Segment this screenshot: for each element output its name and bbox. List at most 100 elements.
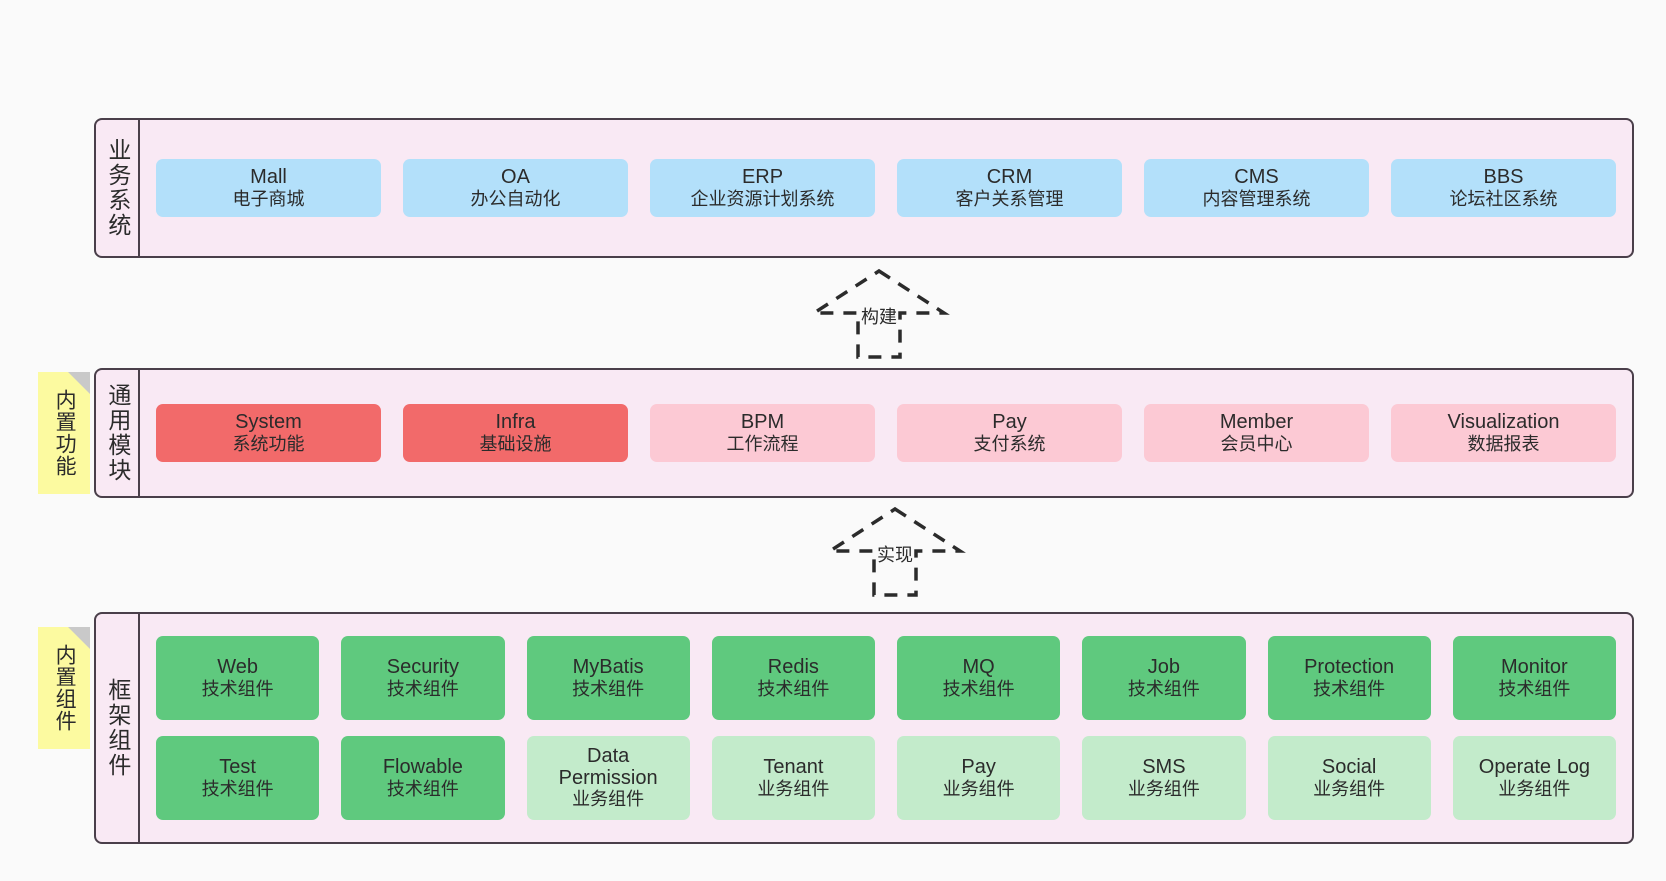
card-subtitle: 业务组件 [942,779,1015,800]
card-title: Infra [495,410,536,433]
card-erp[interactable]: ERP 企业资源计划系统 [650,158,875,218]
sticky-note-builtin-function: 内置功能 [38,372,90,494]
card-title: Pay [992,410,1027,433]
card-subtitle: 论坛社区系统 [1449,189,1558,210]
card-test[interactable]: Test 技术组件 [156,736,320,820]
layer-body-framework-component: Web 技术组件 Security 技术组件 MyBatis 技术组件 Redi… [140,614,1632,842]
card-subtitle: 业务组件 [757,779,830,800]
layer-title-common-module: 通用模块 [96,370,140,496]
card-subtitle: 内容管理系统 [1202,189,1311,210]
sticky-note-label: 内置组件 [53,644,77,732]
card-row: System 系统功能 Infra 基础设施 BPM 工作流程 Pay 支付系统… [156,403,1616,463]
card-title: Security [386,655,459,678]
card-protection[interactable]: Protection 技术组件 [1267,636,1431,720]
card-title: System [235,410,302,433]
card-subtitle: 技术组件 [386,679,459,700]
card-mq[interactable]: MQ 技术组件 [897,636,1061,720]
connector-implement-label: 实现 [877,545,913,565]
card-infra[interactable]: Infra 基础设施 [403,403,628,463]
card-crm[interactable]: CRM 客户关系管理 [897,158,1122,218]
card-job[interactable]: Job 技术组件 [1082,636,1246,720]
card-mybatis[interactable]: MyBatis 技术组件 [526,636,690,720]
card-title: BBS [1483,165,1524,188]
card-subtitle: 企业资源计划系统 [690,189,835,210]
card-title: Social [1321,755,1377,778]
layer-common-module: 通用模块 System 系统功能 Infra 基础设施 BPM 工作流程 Pay… [94,368,1634,498]
layer-body-common-module: System 系统功能 Infra 基础设施 BPM 工作流程 Pay 支付系统… [140,370,1632,496]
card-title: Mall [250,165,287,188]
card-bbs[interactable]: BBS 论坛社区系统 [1391,158,1616,218]
connector-implement: 实现 [820,503,970,599]
card-subtitle: 会员中心 [1220,434,1293,455]
card-title: CMS [1234,165,1279,188]
card-oa[interactable]: OA 办公自动化 [403,158,628,218]
card-subtitle: 业务组件 [1498,779,1571,800]
card-title: Flowable [382,755,463,778]
card-title: Data Permission [558,745,658,790]
connector-build-label: 构建 [861,307,897,327]
card-subtitle: 技术组件 [942,679,1015,700]
card-title: Web [217,655,258,678]
card-title: BPM [740,410,785,433]
card-row: Web 技术组件 Security 技术组件 MyBatis 技术组件 Redi… [156,636,1616,720]
card-pay-component[interactable]: Pay 业务组件 [897,736,1061,820]
card-subtitle: 电子商城 [232,189,305,210]
layer-business-system: 业务系统 Mall 电子商城 OA 办公自动化 ERP 企业资源计划系统 CRM… [94,118,1634,258]
card-subtitle: 基础设施 [479,434,552,455]
card-subtitle: 办公自动化 [470,189,561,210]
card-pay[interactable]: Pay 支付系统 [897,403,1122,463]
card-title: Tenant [763,755,824,778]
card-redis[interactable]: Redis 技术组件 [711,636,875,720]
card-subtitle: 技术组件 [757,679,830,700]
card-subtitle: 技术组件 [1313,679,1386,700]
card-subtitle: 系统功能 [232,434,305,455]
card-sms[interactable]: SMS 业务组件 [1082,736,1246,820]
card-web[interactable]: Web 技术组件 [156,636,320,720]
card-title: MQ [962,655,995,678]
layer-body-business-system: Mall 电子商城 OA 办公自动化 ERP 企业资源计划系统 CRM 客户关系… [140,120,1632,256]
card-subtitle: 业务组件 [1313,779,1386,800]
card-row: Mall 电子商城 OA 办公自动化 ERP 企业资源计划系统 CRM 客户关系… [156,158,1616,218]
card-social[interactable]: Social 业务组件 [1267,736,1431,820]
layer-title-framework-component: 框架组件 [96,614,140,842]
card-title: Pay [961,755,996,778]
card-subtitle: 客户关系管理 [955,189,1064,210]
card-title: Test [219,755,256,778]
implement-arrow-glyph [824,506,966,597]
card-security[interactable]: Security 技术组件 [341,636,505,720]
card-title: MyBatis [572,655,644,678]
card-system[interactable]: System 系统功能 [156,403,381,463]
card-data-permission[interactable]: Data Permission 业务组件 [526,736,690,820]
sticky-note-label: 内置功能 [53,389,77,477]
layer-framework-component: 框架组件 Web 技术组件 Security 技术组件 MyBatis 技术组件… [94,612,1634,844]
card-subtitle: 技术组件 [386,779,459,800]
card-title: OA [501,165,530,188]
card-cms[interactable]: CMS 内容管理系统 [1144,158,1369,218]
card-subtitle: 工作流程 [726,434,799,455]
card-title: Redis [767,655,819,678]
card-subtitle: 数据报表 [1467,434,1540,455]
card-flowable[interactable]: Flowable 技术组件 [341,736,505,820]
card-subtitle: 支付系统 [973,434,1046,455]
card-subtitle: 业务组件 [572,789,645,810]
card-mall[interactable]: Mall 电子商城 [156,158,381,218]
card-title: Visualization [1447,410,1560,433]
card-visualization[interactable]: Visualization 数据报表 [1391,403,1616,463]
card-tenant[interactable]: Tenant 业务组件 [711,736,875,820]
card-bpm[interactable]: BPM 工作流程 [650,403,875,463]
card-title: ERP [741,165,784,188]
card-subtitle: 技术组件 [201,679,274,700]
card-monitor[interactable]: Monitor 技术组件 [1452,636,1616,720]
card-title: SMS [1142,755,1186,778]
card-title: Protection [1304,655,1395,678]
card-row: Test 技术组件 Flowable 技术组件 Data Permission … [156,736,1616,820]
sticky-note-builtin-component: 内置组件 [38,627,90,749]
card-operate-log[interactable]: Operate Log 业务组件 [1452,736,1616,820]
card-subtitle: 技术组件 [201,779,274,800]
card-subtitle: 技术组件 [1498,679,1571,700]
card-member[interactable]: Member 会员中心 [1144,403,1369,463]
card-subtitle: 技术组件 [1127,679,1200,700]
connector-build: 构建 [804,265,954,361]
build-arrow-glyph [808,268,950,359]
card-subtitle: 业务组件 [1127,779,1200,800]
